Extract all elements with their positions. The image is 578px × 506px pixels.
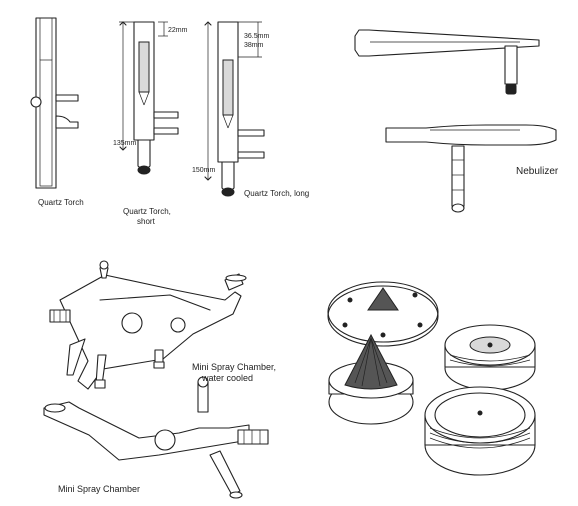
cone-holder-bottom: [424, 386, 536, 476]
dim-135mm: 135mm: [113, 140, 137, 147]
skimmer-cone: [328, 333, 414, 425]
label-quartz-torch-long: Quartz Torch, long: [244, 189, 309, 198]
label-quartz-torch-short-2: short: [137, 217, 156, 226]
quartz-torch-short: [119, 21, 179, 175]
dim-22mm: 22mm: [168, 27, 188, 34]
label-mini-spray-wc-1: Mini Spray Chamber,: [192, 362, 276, 372]
mini-spray-chamber-water-cooled: [49, 260, 247, 390]
sampler-cone-plate: [327, 281, 439, 347]
label-nebulizer: Nebulizer: [516, 166, 559, 177]
label-mini-spray-wc-2: water cooled: [201, 373, 253, 383]
nebulizer-top: [354, 29, 540, 95]
cone-holder-top: [444, 324, 536, 391]
nebulizer-bottom: [385, 124, 557, 213]
quartz-torch-long: [204, 21, 265, 197]
dim-150mm: 150mm: [192, 167, 216, 174]
dim-36-5mm: 36.5mm: [244, 33, 269, 40]
dim-38mm: 38mm: [244, 42, 264, 49]
label-quartz-torch: Quartz Torch: [38, 198, 84, 207]
quartz-torch: [30, 17, 79, 189]
label-quartz-torch-short-1: Quartz Torch,: [123, 207, 171, 216]
mini-spray-chamber: [43, 376, 269, 499]
label-mini-spray: Mini Spray Chamber: [58, 484, 140, 494]
